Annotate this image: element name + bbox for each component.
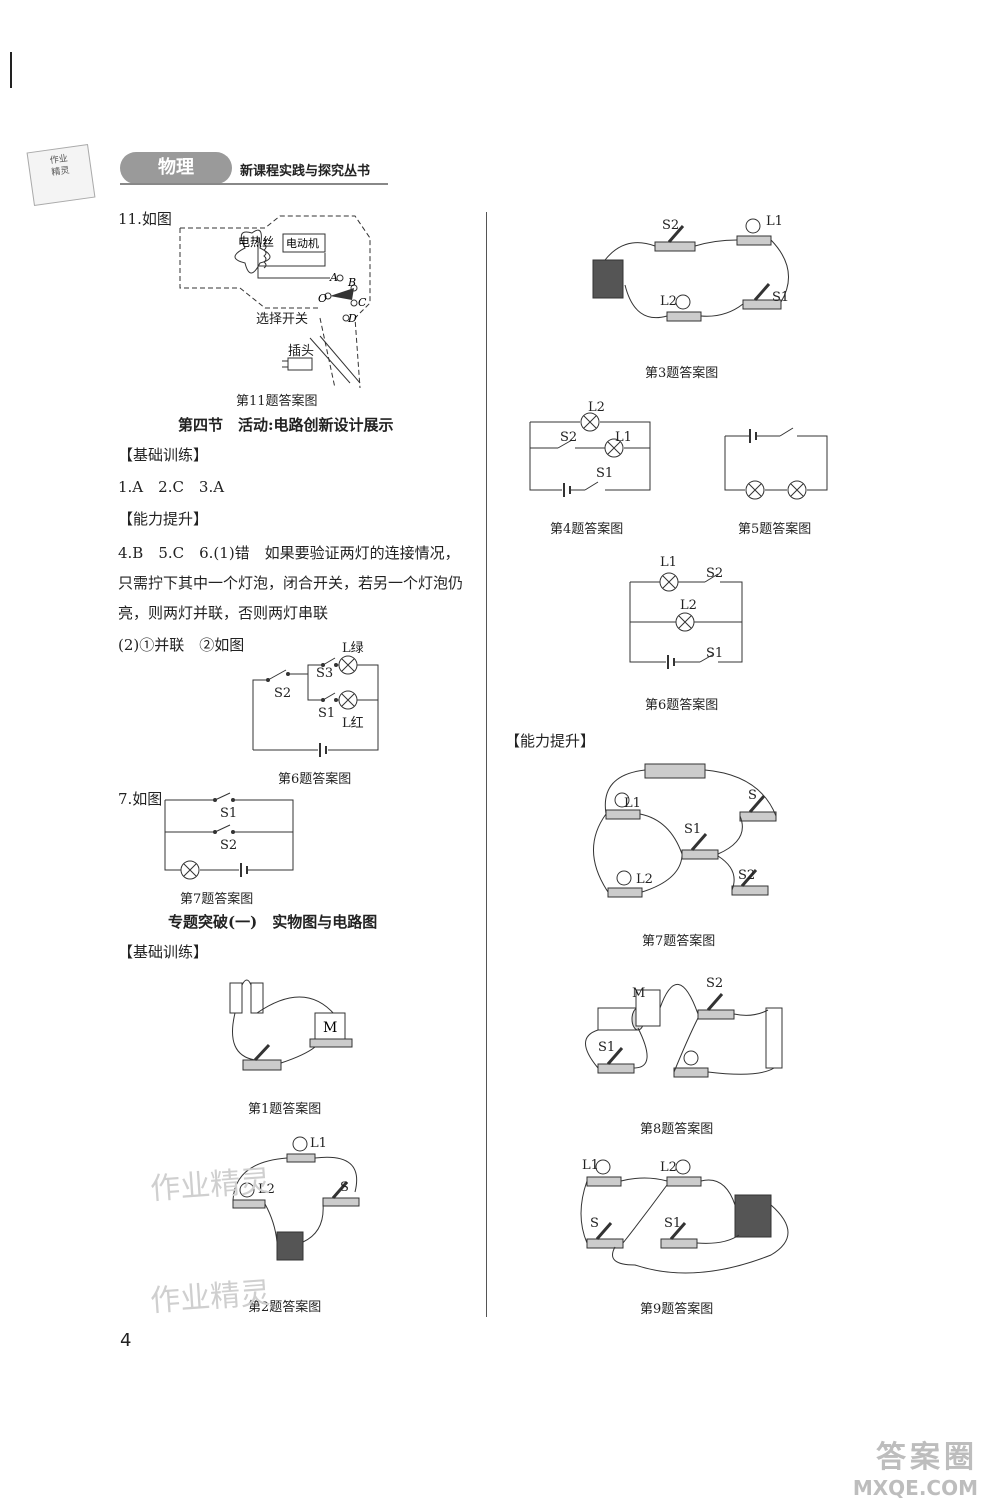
q4-l1-label: L1	[615, 430, 632, 445]
q2-l1-label: L1	[310, 1136, 327, 1151]
r-q6-s2-label: S2	[706, 566, 724, 581]
q11-caption: 第11题答案图	[236, 394, 318, 409]
r-q7-l1-label: L1	[624, 796, 641, 811]
q8-m-label: M	[632, 986, 646, 1001]
q11-diagram: 电动机 电热丝 A B O C D	[179, 215, 371, 389]
page-number: 4	[120, 1330, 132, 1351]
q11-plug-label: 插头	[288, 344, 315, 359]
left-q7-circuit	[164, 792, 294, 880]
r-q6-l1-label: L1	[660, 555, 677, 570]
subject-badge: 物理	[120, 152, 232, 184]
series-title: 新课程实践与探究丛书	[240, 164, 371, 179]
left-q6-caption: 第6题答案图	[278, 772, 352, 787]
l-red-label: L红	[342, 716, 364, 731]
right-q8-circuit	[585, 984, 783, 1078]
watermark-2: 作业精灵	[149, 1275, 272, 1320]
svg-text:A: A	[329, 271, 338, 284]
q5-circuit	[724, 427, 828, 500]
s1-label: S1	[318, 706, 336, 721]
q9-s-label: S	[590, 1216, 599, 1231]
ability-line-2: 只需拧下其中一个灯泡，闭合开关，若另一个灯泡仍	[118, 574, 464, 592]
svg-text:O: O	[318, 292, 327, 305]
watermark-1: 作业精灵	[149, 1163, 272, 1208]
q2-l2-label: L2	[258, 1182, 275, 1197]
q1-caption: 第1题答案图	[248, 1102, 322, 1117]
heater-label: 电热丝	[238, 235, 274, 249]
q3-s1-label: S1	[772, 290, 790, 305]
q9-s1-label: S1	[664, 1216, 682, 1231]
right-q7-caption: 第7题答案图	[642, 934, 716, 949]
q4-caption: 第4题答案图	[550, 522, 624, 537]
q9-l2-label: L2	[660, 1160, 677, 1175]
svg-text:B: B	[347, 276, 356, 289]
q7-label: 7.如图	[118, 790, 163, 808]
section4-title: 第四节 活动:电路创新设计展示	[178, 416, 394, 434]
q2-caption: 第2题答案图	[248, 1300, 322, 1315]
q1-motor-label: M	[323, 1020, 337, 1036]
r-q6-l2-label: L2	[680, 598, 697, 613]
ability-line-3: 亮，则两灯并联，否则两灯串联	[118, 604, 329, 622]
q3-l1-label: L1	[766, 214, 783, 229]
r-q7-s1-label: S1	[684, 822, 702, 837]
topic-title: 专题突破(一) 实物图与电路图	[168, 913, 378, 931]
margin-mark	[10, 52, 12, 88]
q11-switch-label: 选择开关	[256, 312, 309, 327]
q5-caption: 第5题答案图	[738, 522, 812, 537]
r-q7-l2-label: L2	[636, 872, 653, 887]
watermark-logo: 答案圈 MXQE.COM	[852, 1440, 978, 1500]
q4-circuit	[529, 412, 651, 497]
q3-l2-label: L2	[660, 294, 677, 309]
q1-circuit: M	[229, 979, 353, 1071]
q7-s1-label: S1	[220, 806, 238, 821]
l-green-label: L绿	[342, 641, 364, 656]
q2-circuit	[232, 1136, 360, 1261]
q8-s1-label: S1	[598, 1040, 616, 1055]
ability-line-4: (2)①并联 ②如图	[118, 636, 245, 654]
q8-s2-label: S2	[706, 976, 724, 991]
svg-text:D: D	[347, 312, 357, 325]
r-q7-s2-label: S2	[738, 868, 756, 883]
q4-l2-label: L2	[588, 400, 605, 415]
basic-training-heading-2: 【基础训练】	[118, 943, 209, 961]
right-q6-caption: 第6题答案图	[645, 698, 719, 713]
right-q6-circuit	[629, 572, 743, 669]
q9-l1-label: L1	[582, 1158, 599, 1173]
s3-label: S3	[316, 666, 334, 681]
basic-answers: 1.A 2.C 3.A	[118, 478, 225, 496]
left-q7-caption: 第7题答案图	[180, 892, 254, 907]
q3-s2-label: S2	[662, 218, 680, 233]
right-ability-heading: 【能力提升】	[505, 732, 596, 750]
ability-line-1: 4.B 5.C 6.(1)错 如果要验证两灯的连接情况，	[118, 544, 460, 562]
right-q8-caption: 第8题答案图	[640, 1122, 714, 1137]
motor-label: 电动机	[286, 236, 319, 250]
svg-text:C: C	[358, 296, 367, 309]
ability-heading: 【能力提升】	[118, 510, 209, 528]
r-q7-s-label: S	[748, 788, 757, 803]
q3-caption: 第3题答案图	[645, 366, 719, 381]
q2-s-label: S	[340, 1180, 349, 1195]
right-q9-caption: 第9题答案图	[640, 1302, 714, 1317]
basic-training-heading: 【基础训练】	[118, 446, 209, 464]
s2-label: S2	[274, 686, 292, 701]
stamp-logo: 作业精灵	[26, 143, 96, 207]
q4-s2-label: S2	[560, 430, 578, 445]
left-q6-circuit	[252, 655, 379, 757]
right-q9-circuit	[580, 1159, 789, 1274]
q4-s1-label: S1	[596, 466, 614, 481]
right-q7-circuit	[593, 763, 777, 898]
q11-label: 11.如图	[118, 210, 172, 228]
q7-s2-label: S2	[220, 838, 238, 853]
header-rule	[120, 183, 388, 185]
q3-circuit	[592, 218, 789, 322]
column-divider	[486, 212, 487, 1317]
r-q6-s1-label: S1	[706, 646, 724, 661]
